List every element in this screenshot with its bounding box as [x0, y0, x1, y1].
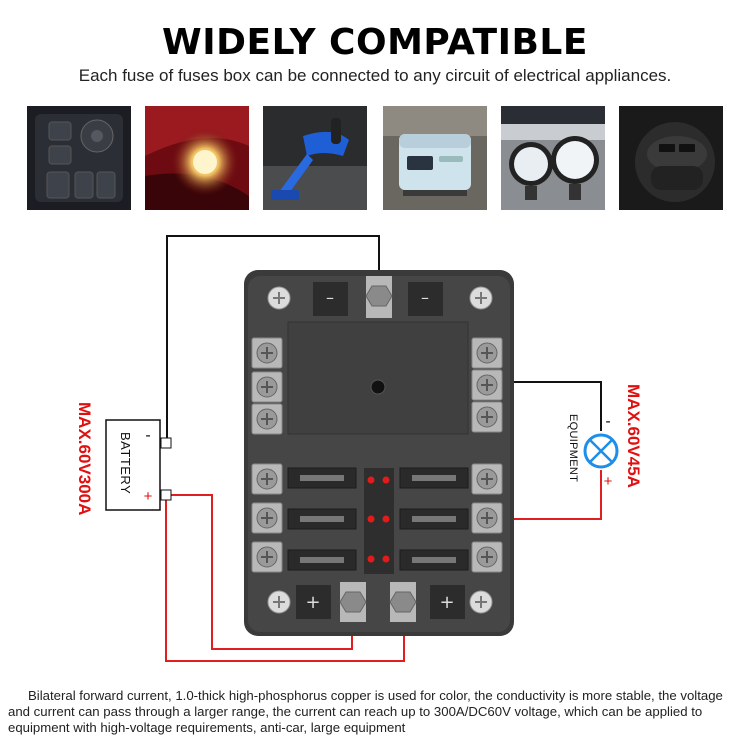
- thumbnail-spotlight: [501, 106, 605, 210]
- svg-text:–: –: [326, 288, 334, 307]
- svg-text:+: +: [305, 592, 320, 613]
- led-spotlight-icon: [501, 106, 605, 210]
- equipment: - + EQUIPMENT MAX.60V45A: [567, 384, 643, 490]
- battery-label: BATTERY: [118, 432, 133, 494]
- thumbnail-fridge: [383, 106, 487, 210]
- battery-plus-label: +: [144, 488, 153, 505]
- equipment-label: EQUIPMENT: [567, 414, 579, 482]
- headlight-icon: [145, 106, 249, 210]
- thumbnail-headlight: [145, 106, 249, 210]
- wiring-diagram: – – + +: [0, 225, 750, 685]
- fuse-box: – – + +: [244, 270, 514, 636]
- footer-description: Bilateral forward current, 1.0-thick hig…: [8, 688, 723, 735]
- battery: - + BATTERY MAX.60V300A: [75, 402, 172, 515]
- svg-text:+: +: [439, 592, 454, 613]
- equipment-rating: MAX.60V45A: [624, 384, 643, 488]
- application-thumbnails: [27, 106, 723, 210]
- negative-wire-equipment: [505, 381, 602, 431]
- positive-wire-equipment: [505, 470, 602, 520]
- negative-wire-battery: [166, 235, 380, 444]
- battery-minus-label: -: [145, 427, 150, 444]
- page-title: WIDELY COMPATIBLE: [162, 22, 588, 63]
- page-subtitle: Each fuse of fuses box can be connected …: [78, 66, 672, 85]
- equipment-minus-label: -: [605, 413, 610, 430]
- terminal-screws: [251, 337, 503, 573]
- equipment-plus-label: +: [604, 473, 613, 490]
- dashboard-switch-icon: [27, 106, 131, 210]
- usb-charger-icon: [619, 106, 723, 210]
- svg-text:–: –: [421, 288, 429, 307]
- car-vacuum-icon: [263, 106, 367, 210]
- thumbnail-usb-charger: [619, 106, 723, 210]
- thumbnail-dashboard: [27, 106, 131, 210]
- thumbnail-vacuum: [263, 106, 367, 210]
- battery-rating: MAX.60V300A: [75, 402, 94, 515]
- car-fridge-icon: [383, 106, 487, 210]
